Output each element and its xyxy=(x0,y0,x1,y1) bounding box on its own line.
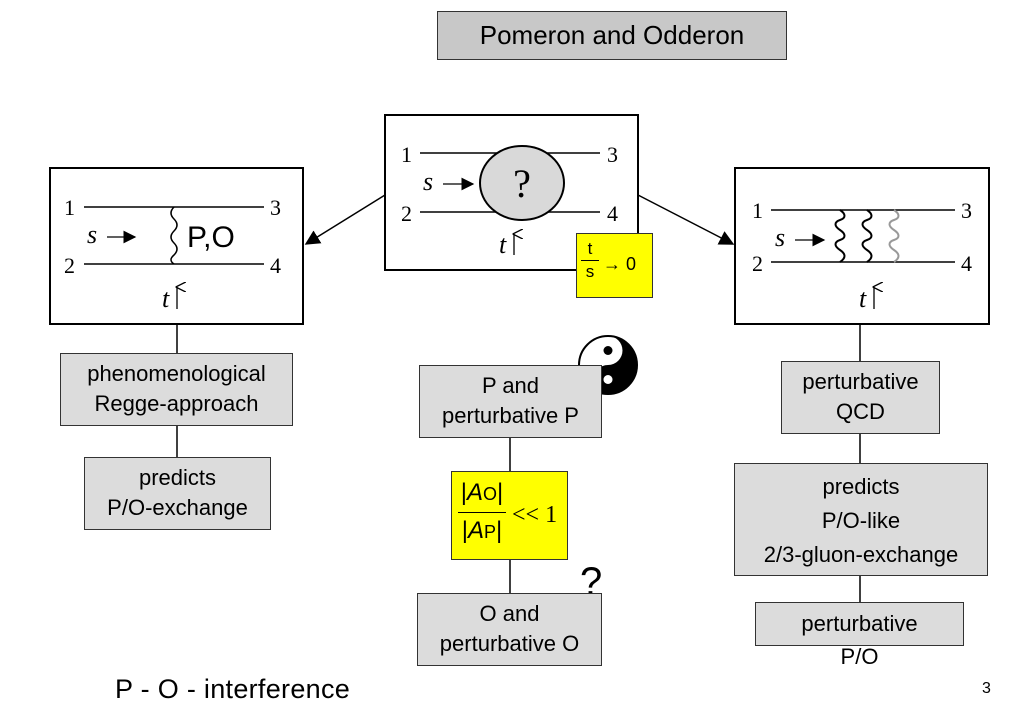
perturbative-po-box: perturbative xyxy=(755,602,964,646)
po-line-2: P/O xyxy=(840,644,879,669)
center-label-4: 4 xyxy=(607,201,618,226)
left-label-3: 3 xyxy=(270,195,281,220)
po-line-1: perturbative xyxy=(801,611,918,636)
qcd-line-2: QCD xyxy=(836,399,885,424)
left-s-label: s xyxy=(87,220,97,249)
pomeron-box: P and perturbative P xyxy=(419,365,602,438)
limit-denominator: s xyxy=(585,262,595,281)
left-label-1: 1 xyxy=(64,195,75,220)
arrow-to-right xyxy=(637,194,735,245)
center-label-2: 2 xyxy=(401,201,412,226)
qcd-line-1: perturbative xyxy=(802,369,919,394)
limit-numerator: t xyxy=(587,239,593,258)
left-label-2: 2 xyxy=(64,253,75,278)
arrow-to-left xyxy=(304,194,386,245)
blob-question-mark: ? xyxy=(513,161,531,206)
regge-line-1: phenomenological xyxy=(87,361,266,386)
ratio-num-sub: O xyxy=(483,484,498,504)
center-s-label: s xyxy=(423,167,433,196)
ratio-relation: << 1 xyxy=(512,502,558,528)
footer-text: P - O - interference xyxy=(115,674,351,704)
pomeron-line-2: perturbative P xyxy=(442,403,579,428)
right-label-3: 3 xyxy=(961,198,972,223)
predicts-line-1: predicts xyxy=(138,465,217,490)
right-label-4: 4 xyxy=(961,251,972,276)
odderon-line-1: O and xyxy=(479,601,540,626)
gluon-line-1: predicts xyxy=(822,474,900,499)
ratio-den-sub: P xyxy=(484,522,497,542)
limit-arrow-target: → 0 xyxy=(603,254,637,274)
right-label-2: 2 xyxy=(752,251,763,276)
right-s-label: s xyxy=(775,223,785,252)
odderon-box: O and perturbative O xyxy=(417,593,602,666)
right-label-1: 1 xyxy=(752,198,763,223)
pomeron-line-1: P and xyxy=(481,373,540,398)
center-label-3: 3 xyxy=(607,142,618,167)
regge-approach-box: phenomenological Regge-approach xyxy=(60,353,293,426)
gluon-exchange-box: predicts P/O-like 2/3-gluon-exchange xyxy=(734,463,988,576)
odderon-line-2: perturbative O xyxy=(439,631,580,656)
center-label-1: 1 xyxy=(401,142,412,167)
left-t-label: t xyxy=(162,284,170,313)
perturbative-qcd-box: perturbative QCD xyxy=(781,361,940,434)
ratio-num-a: A xyxy=(466,479,483,506)
right-t-label: t xyxy=(859,284,867,313)
gluon-lines xyxy=(834,209,900,263)
predicts-exchange-box: predicts P/O-exchange xyxy=(84,457,271,530)
amplitude-ratio-box: |AO| |AP| << 1 xyxy=(451,471,568,560)
predicts-line-2: P/O-exchange xyxy=(107,495,248,520)
interaction-blob xyxy=(479,145,565,221)
center-t-label: t xyxy=(499,230,507,259)
limit-box: t s → 0 xyxy=(576,233,653,298)
exchange-line xyxy=(170,206,178,265)
ratio-den-a: A xyxy=(467,517,484,544)
page-number: 3 xyxy=(982,680,991,697)
slide-title: Pomeron and Odderon xyxy=(437,11,787,60)
regge-line-2: Regge-approach xyxy=(94,391,259,416)
gluon-line-2: P/O-like xyxy=(821,508,901,533)
left-label-4: 4 xyxy=(270,253,281,278)
gluon-line-3: 2/3-gluon-exchange xyxy=(763,542,959,567)
exchange-label: P,O xyxy=(187,221,235,254)
